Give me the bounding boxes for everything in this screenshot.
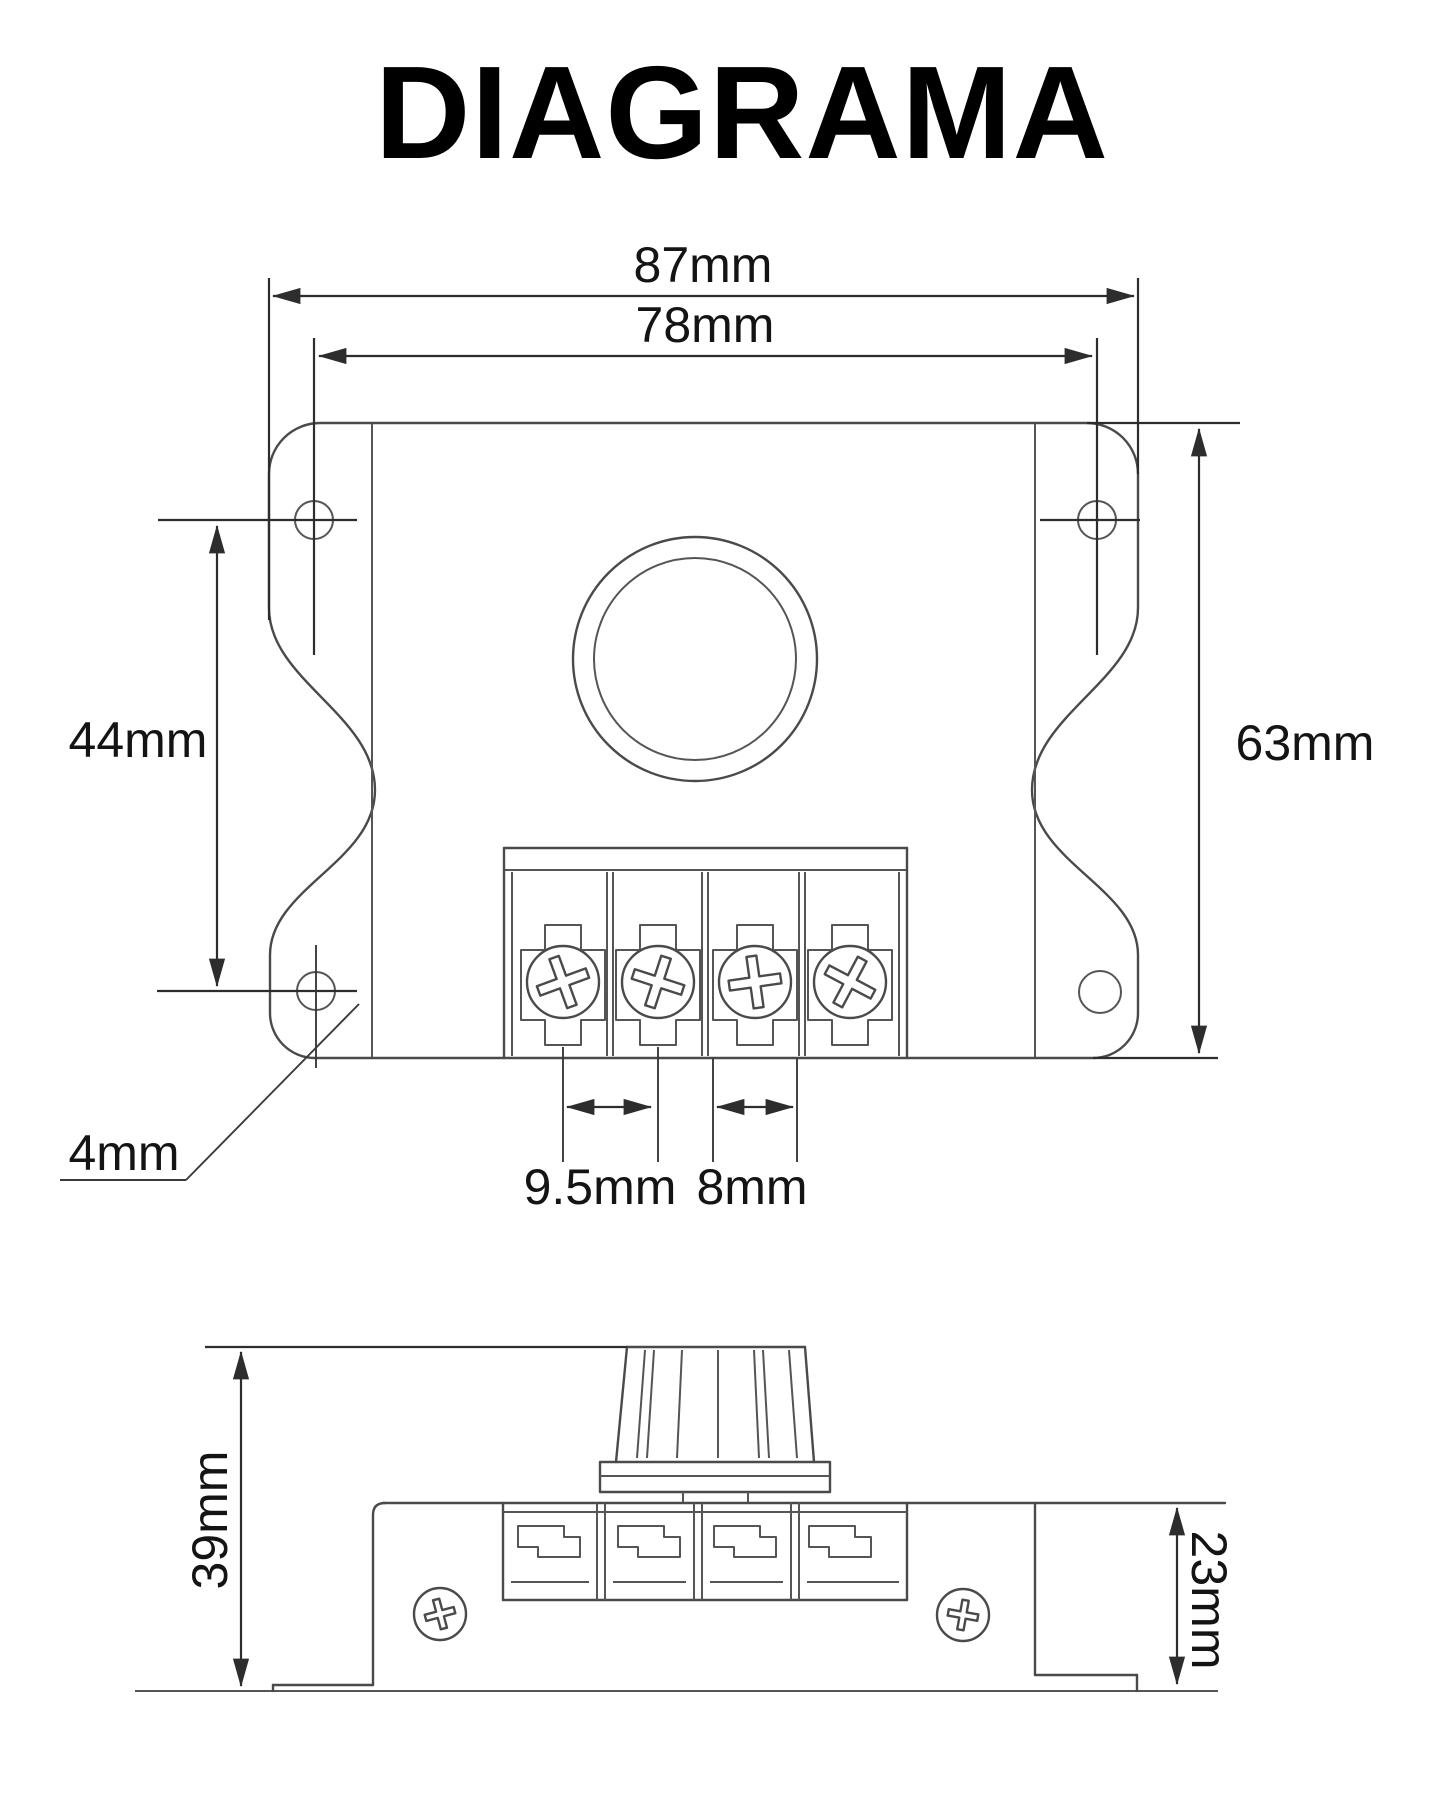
face-screw-left bbox=[412, 1586, 468, 1642]
phillips-screw-icon bbox=[630, 954, 686, 1010]
terminal-contact-2 bbox=[617, 1525, 681, 1558]
side-view: 39mm 23mm bbox=[135, 1345, 1237, 1693]
dim-label-overall-height: 63mm bbox=[1236, 715, 1375, 771]
dimension-87mm: 87mm bbox=[267, 237, 1140, 620]
mount-hole-bottom-left bbox=[157, 945, 357, 1068]
dimension-4mm: 4mm bbox=[60, 1003, 360, 1181]
dimension-23mm: 23mm bbox=[1168, 1506, 1237, 1686]
dim-label-hole-diameter: 4mm bbox=[68, 1125, 179, 1181]
dim-label-body-height: 23mm bbox=[1181, 1531, 1237, 1670]
dim-label-overall-width: 87mm bbox=[634, 237, 773, 293]
mount-hole-bottom-right bbox=[1078, 970, 1122, 1014]
top-view: 87mm 78mm 44mm 63mm 4mm 9.5mm bbox=[60, 237, 1374, 1215]
terminal-slot-1 bbox=[520, 924, 606, 1046]
body-side-outline bbox=[271, 1501, 1227, 1693]
phillips-screw-icon bbox=[823, 955, 877, 1009]
dim-label-hole-spacing-v: 44mm bbox=[69, 712, 208, 768]
dimension-8mm: 8mm bbox=[696, 1058, 808, 1215]
page-title: DIAGRAMA bbox=[375, 39, 1109, 186]
phillips-screw-icon bbox=[727, 954, 783, 1010]
terminal-contact-1 bbox=[517, 1525, 581, 1558]
potentiometer-knob bbox=[598, 1345, 832, 1502]
terminal-block-top-view bbox=[502, 846, 909, 1060]
terminal-slot-2 bbox=[615, 924, 701, 1046]
phillips-screw-icon bbox=[423, 1597, 457, 1631]
dimension-63mm: 63mm bbox=[1087, 421, 1375, 1060]
phillips-screw-icon bbox=[535, 954, 591, 1010]
mount-hole-top-left bbox=[158, 500, 357, 540]
dim-label-terminal-spacing-left: 9.5mm bbox=[524, 1159, 677, 1215]
terminal-slot-3 bbox=[712, 924, 798, 1046]
dim-label-terminal-slot-width: 8mm bbox=[696, 1159, 807, 1215]
dimension-39mm: 39mm bbox=[182, 1345, 627, 1688]
phillips-screw-icon bbox=[946, 1598, 980, 1632]
terminal-slot-4 bbox=[807, 924, 893, 1046]
dim-label-total-height: 39mm bbox=[182, 1451, 238, 1590]
terminal-block-side-view bbox=[501, 1501, 909, 1602]
dimension-78mm: 78mm bbox=[312, 297, 1099, 655]
dimension-9p5mm: 9.5mm bbox=[524, 1047, 677, 1215]
dimension-44mm: 44mm bbox=[69, 524, 226, 988]
terminal-contact-3 bbox=[713, 1525, 777, 1558]
knob-collar bbox=[598, 1460, 832, 1494]
plate-outline bbox=[267, 421, 1140, 1060]
terminal-contact-4 bbox=[808, 1525, 872, 1558]
potentiometer-hole bbox=[571, 535, 819, 783]
dim-label-hole-spacing-h: 78mm bbox=[636, 297, 775, 353]
face-screw-right bbox=[935, 1587, 991, 1643]
mount-hole-top-right bbox=[1040, 500, 1140, 540]
